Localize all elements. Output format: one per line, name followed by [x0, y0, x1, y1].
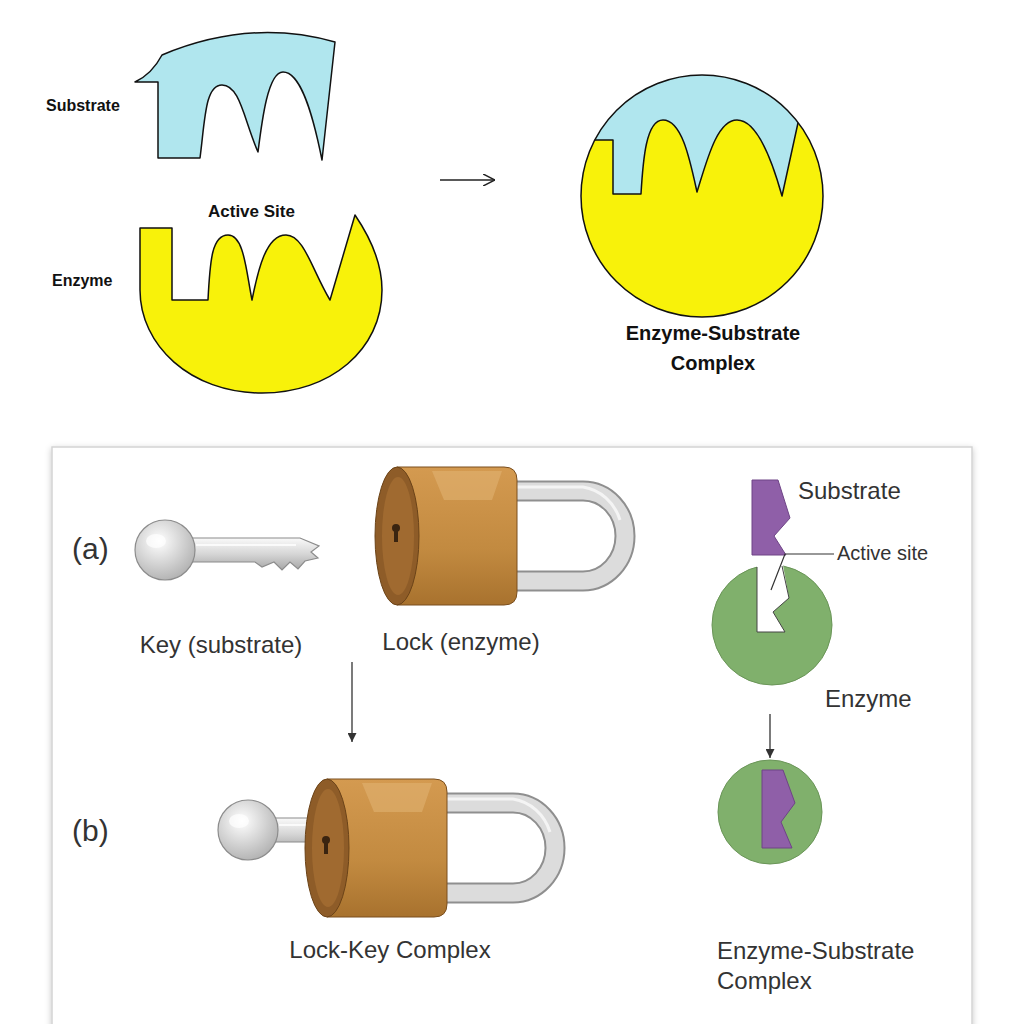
shape-detail — [186, 538, 319, 570]
shape-detail — [500, 491, 625, 581]
panel-letter: (b) — [72, 812, 109, 850]
node-label: Enzyme — [825, 684, 925, 714]
shape-detail — [430, 799, 550, 832]
enzyme-circle: Enzyme — [700, 562, 930, 714]
complex-shape: Enzyme-Substrate Complex — [495, 70, 835, 380]
lock-shape — [305, 779, 555, 917]
shape-detail — [146, 534, 166, 548]
lock-shape — [375, 467, 625, 605]
enzyme-outline — [140, 215, 382, 393]
node-label: Enzyme-Substrate Complex — [603, 318, 823, 378]
part-label: Active Site — [208, 201, 295, 222]
lock-key-complex-graphic — [200, 742, 570, 970]
shape-detail — [757, 566, 789, 632]
shape-detail — [430, 803, 555, 893]
node-label: Lock-Key Complex — [270, 935, 510, 965]
shape-detail — [196, 544, 296, 546]
shape-detail — [382, 477, 414, 595]
node-label: Lock (enzyme) — [371, 627, 551, 657]
node-label: Enzyme-Substrate Complex — [717, 936, 957, 996]
key-node: Key (substrate) — [115, 505, 330, 665]
enzyme-substrate-complex: Enzyme-Substrate Complex — [700, 758, 960, 1008]
shape-detail — [375, 467, 419, 605]
shape-detail — [394, 530, 398, 542]
shape-detail — [218, 800, 278, 860]
active-site-slot — [757, 560, 789, 632]
lock-node: Lock (enzyme) — [335, 460, 635, 662]
shape-detail — [362, 783, 432, 812]
substrate-shape: Substrate — [40, 30, 350, 170]
shape-detail — [500, 487, 620, 520]
shape-detail — [229, 814, 249, 828]
complex-substrate — [570, 50, 840, 196]
reaction-arrow — [440, 179, 495, 180]
lock-key-complex: Lock-Key Complex — [200, 742, 570, 970]
complex-outline — [581, 75, 823, 317]
part-label: Active site — [837, 541, 928, 566]
node-label: Substrate — [46, 96, 146, 116]
key-shape — [135, 520, 319, 580]
shape-detail — [135, 520, 195, 580]
substrate-outline — [135, 33, 335, 160]
node-label: Enzyme — [52, 271, 142, 291]
complex-enzyme — [718, 760, 822, 864]
shape-detail — [500, 491, 625, 581]
shape-detail — [430, 803, 555, 893]
panel-frame — [52, 447, 972, 1024]
shape-detail — [324, 842, 328, 854]
shape-detail — [432, 471, 502, 500]
shape-detail — [305, 779, 349, 917]
node-label: Key (substrate) — [121, 630, 321, 660]
reaction-arrow — [769, 714, 770, 758]
complex-substrate — [762, 770, 795, 848]
node-label: Substrate — [798, 476, 928, 506]
reaction-arrow — [351, 662, 352, 742]
panel-letter: (a) — [72, 530, 109, 568]
shape-detail — [312, 789, 344, 907]
substrate-outline — [752, 480, 790, 555]
